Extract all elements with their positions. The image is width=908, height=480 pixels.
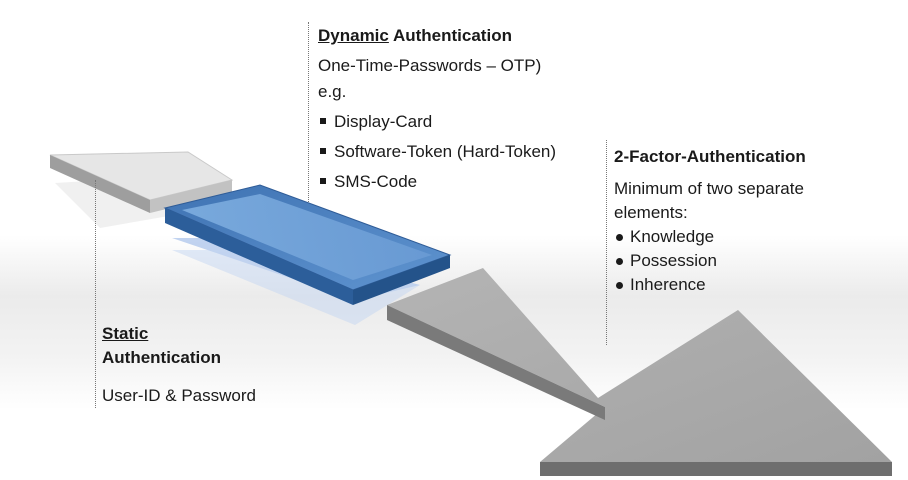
static-desc: User-ID & Password xyxy=(102,386,256,405)
dynamic-line1: One-Time-Passwords – OTP) xyxy=(318,56,542,75)
dynamic-line2: e.g. xyxy=(318,82,347,101)
two-factor-list-item: Possession xyxy=(614,249,806,273)
dynamic-list-item: Software-Token (Hard-Token) xyxy=(318,139,556,165)
two-factor-line2: elements: xyxy=(614,203,688,222)
two-factor-line1: Minimum of two separate xyxy=(614,179,804,198)
two-factor-leader-line xyxy=(606,140,607,345)
arrow-shape xyxy=(387,268,892,476)
dynamic-title-rest: Authentication xyxy=(388,26,512,45)
dynamic-list-item: Display-Card xyxy=(318,109,556,135)
two-factor-list-item: Knowledge xyxy=(614,225,806,249)
dynamic-list-item: SMS-Code xyxy=(318,169,556,195)
dynamic-leader-line xyxy=(308,22,309,202)
static-title-line1: Static xyxy=(102,324,149,343)
static-leader-line xyxy=(95,180,96,408)
dynamic-title-underlined: Dynamic xyxy=(318,26,389,45)
two-factor-list: Knowledge Possession Inherence xyxy=(614,225,806,297)
static-title-line2: Authentication xyxy=(102,348,221,367)
two-factor-list-item: Inherence xyxy=(614,273,806,297)
static-auth-block: Static Authentication User-ID & Password xyxy=(102,322,256,408)
dynamic-title: Dynamic Authentication xyxy=(318,23,556,49)
dynamic-list: Display-Card Software-Token (Hard-Token)… xyxy=(318,109,556,195)
two-factor-title: 2-Factor-Authentication xyxy=(614,147,806,166)
two-factor-block: 2-Factor-Authentication Minimum of two s… xyxy=(614,145,806,297)
dynamic-auth-block: Dynamic Authentication One-Time-Password… xyxy=(318,23,556,195)
static-block xyxy=(49,151,234,213)
dynamic-block xyxy=(163,184,452,305)
